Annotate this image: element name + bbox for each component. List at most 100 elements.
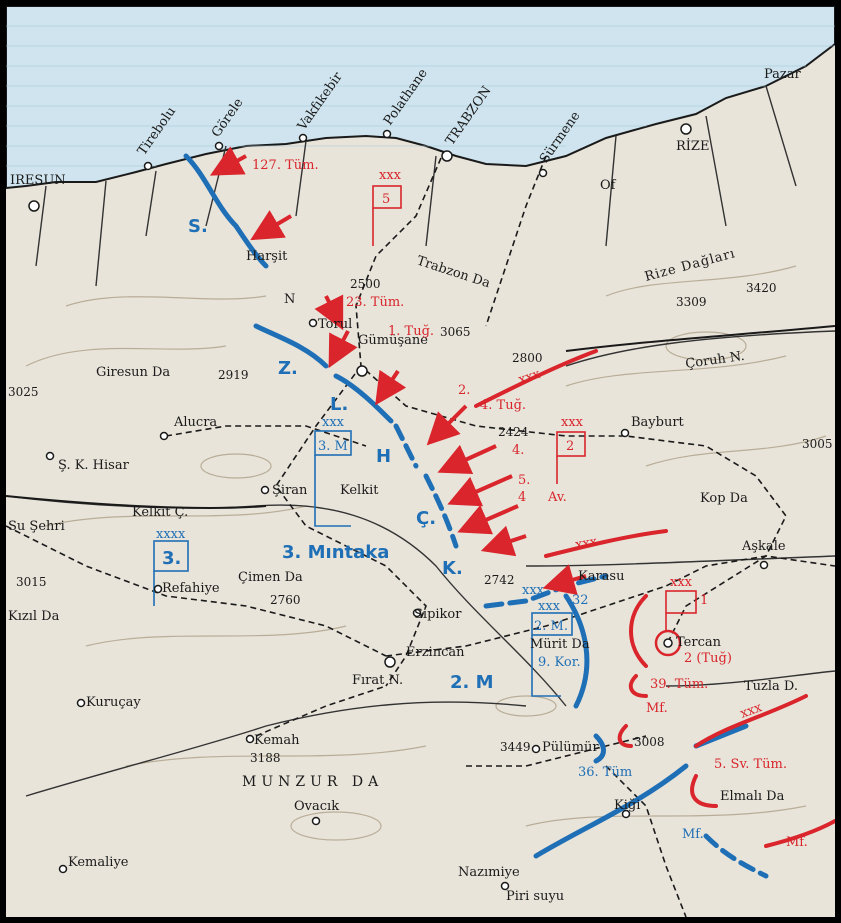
label-kelkit: Kelkit [340, 483, 379, 498]
label-rize: RİZE [676, 137, 709, 154]
red-flag-2 [556, 431, 586, 457]
red-front-6 [690, 774, 718, 808]
red-arrow-4 [328, 330, 358, 369]
label-alucra: Alucra [173, 415, 217, 430]
blue-c: Ç. [416, 508, 436, 529]
blue-front-1 [183, 153, 269, 269]
label-tercan: Tercan [676, 635, 722, 650]
blue-s: S. [188, 216, 208, 237]
red-mf-1: Mf. [646, 701, 668, 716]
red-5: 5 [382, 192, 390, 207]
red-front-5 [694, 694, 808, 748]
elev-2500: 2500 [350, 277, 381, 291]
red-front-3 [629, 594, 648, 668]
terrain-contours [25, 265, 827, 841]
blue-2m-small: 2. M. [534, 619, 568, 634]
red-4b: 4 [518, 490, 526, 505]
red-front-2 [544, 529, 668, 558]
red-front-8 [617, 724, 633, 748]
label-kelkit-c: Kelkit Ç. [132, 505, 188, 520]
label-piri-suyu: Piri suyu [506, 889, 564, 904]
label-karasu: Karasu [578, 569, 624, 584]
red-23-tum: 23. Tüm. [346, 295, 404, 310]
red-xxx-front: xxx [517, 367, 543, 388]
blue-h: H [376, 446, 391, 467]
blue-l: L. [330, 394, 348, 415]
red-4-tug: 4. Tuğ. [480, 398, 526, 413]
red-xxx-5: xxx [379, 168, 402, 183]
label-torul: Torul [318, 317, 352, 332]
red-front-lines [474, 349, 835, 848]
blue-z: Z. [278, 358, 298, 379]
red-arrow-7 [437, 444, 497, 474]
label-sipikor: Sipikor [414, 607, 462, 622]
label-elmali: Elmalı Da [720, 789, 785, 804]
blue-front-7 [563, 593, 590, 709]
red-2: 2. [458, 383, 470, 398]
red-arrow-5 [375, 369, 407, 406]
red-arrow-10 [480, 525, 527, 557]
label-refahiye: Refahiye [162, 581, 220, 596]
label-giresun: IRESUN [10, 173, 66, 188]
elev-2919: 2919 [218, 368, 249, 382]
blue-front-10 [703, 833, 769, 879]
label-erzincan: Erzincan [406, 645, 465, 660]
red-xxx-2: xxx [561, 415, 584, 430]
label-askale: Aşkale [741, 539, 786, 554]
label-gumusane: Gümüşane [358, 333, 428, 348]
blue-3m: 3. M [318, 439, 348, 454]
red-arrow-9 [457, 504, 519, 535]
red-arrow-8 [447, 474, 513, 507]
roads [6, 155, 835, 917]
red-xxx-south: xxx [574, 534, 599, 553]
elev-3005: 3005 [802, 437, 833, 451]
red-arrow-1 [209, 146, 247, 176]
blue-xxx-front: xxx [522, 583, 545, 598]
blue-32: 32 [572, 593, 589, 608]
label-firat: Fırat N. [352, 673, 403, 688]
red-127-tum: 127. Tüm. [252, 158, 319, 173]
label-kemaliye: Kemaliye [68, 855, 129, 870]
blue-front-lines [183, 153, 769, 879]
red-arrow-2 [250, 210, 293, 241]
red-flag-5 [372, 185, 402, 209]
label-murit-da: Mürit Da [530, 637, 590, 652]
red-tercan-ring [654, 629, 682, 657]
blue-xxx-3m: xxx [322, 415, 345, 430]
red-flag2-label: 2 [566, 439, 574, 454]
blue-2m-big: 2. M [450, 672, 494, 693]
label-nazimiye: Nazımiye [458, 865, 520, 880]
elev-2760: 2760 [270, 593, 301, 607]
blue-front-9 [533, 763, 689, 859]
red-xxx-1: xxx [670, 575, 693, 590]
blue-front-4 [393, 423, 419, 469]
label-of: Of [600, 178, 617, 193]
red-front-7 [764, 819, 835, 848]
label-kurucay: Kuruçay [86, 695, 141, 710]
red-unit-flags [372, 185, 697, 631]
label-kemah: Kemah [254, 733, 300, 748]
elev-3025: 3025 [8, 385, 39, 399]
label-munzur: MUNZUR DA [242, 774, 383, 790]
red-1-tug: 1. Tuğ. [388, 324, 434, 339]
label-n: N [284, 292, 295, 307]
red-front-1 [474, 349, 598, 408]
red-1: 1 [700, 593, 708, 608]
red-5-sv-tum: 5. Sv. Tüm. [714, 757, 787, 772]
rivers [6, 85, 835, 797]
red-mf-2: Mf. [786, 835, 808, 850]
red-av: Av. [547, 490, 567, 505]
label-kizil-da: Kızıl Da [8, 609, 60, 624]
blue-mf: Mf. [682, 827, 704, 842]
label-siran: Şiran [272, 483, 308, 498]
red-front-4 [628, 674, 648, 698]
red-2-tug: 2 (Tuğ) [684, 651, 732, 666]
blue-front-5 [423, 473, 459, 549]
red-flag-1 [665, 590, 697, 614]
elev-3008: 3008 [634, 735, 665, 749]
label-pulumur: Pülümür [542, 740, 599, 755]
label-sk-hisar: Ş. K. Hisar [58, 458, 130, 473]
blue-front-3 [333, 373, 394, 424]
town-markers [28, 123, 769, 891]
